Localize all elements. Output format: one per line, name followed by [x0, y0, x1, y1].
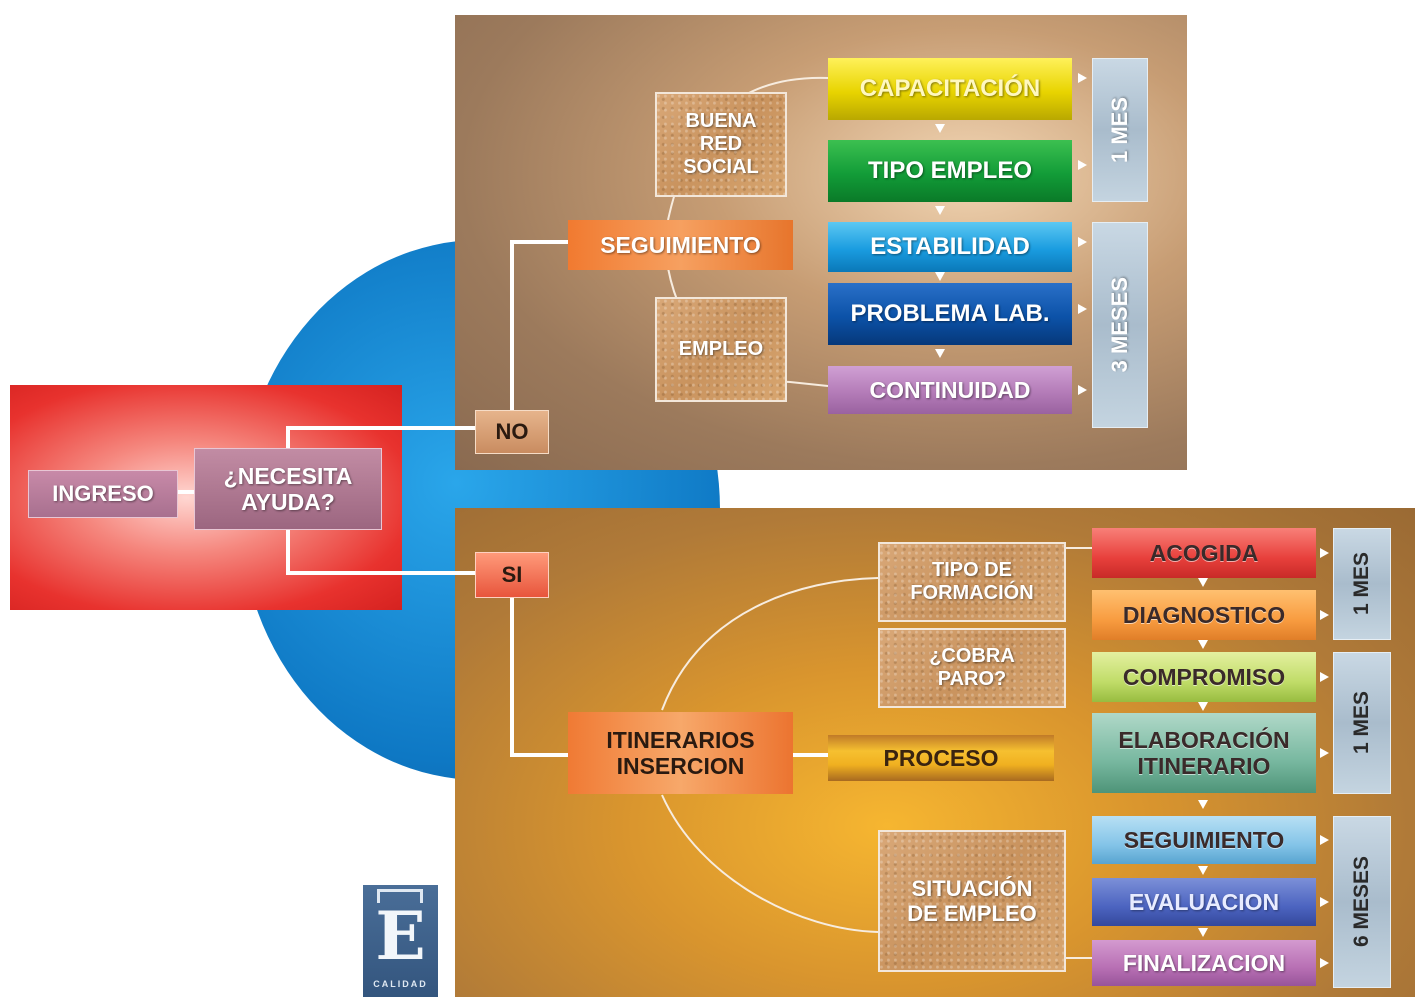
logo-letter: E — [375, 897, 426, 976]
arrow-right-icon — [1320, 672, 1329, 682]
duration-1-mes-acogida: 1 MES — [1333, 528, 1391, 640]
duration-1-mes-compromiso: 1 MES — [1333, 652, 1391, 794]
step-evaluacion: EVALUACION — [1092, 878, 1316, 926]
arrow-down-icon — [1198, 800, 1208, 809]
step-estabilidad: ESTABILIDAD — [828, 222, 1072, 272]
duration-1-mes: 1 MES — [1092, 58, 1148, 202]
duration-label: 1 MES — [1349, 552, 1373, 616]
arrow-right-icon — [1320, 748, 1329, 758]
logo-caption: CALIDAD — [373, 978, 428, 989]
arrow-right-icon — [1320, 958, 1329, 968]
duration-label: 1 MES — [1349, 691, 1373, 755]
ingreso-box: INGRESO — [28, 470, 178, 518]
arrow-down-icon — [935, 124, 945, 133]
seguimiento-hub: SEGUIMIENTO — [568, 220, 793, 270]
arrow-down-icon — [1198, 928, 1208, 937]
arrow-down-icon — [1198, 866, 1208, 875]
proceso-box: PROCESO — [828, 735, 1054, 781]
step-elaboracion-itinerario: ELABORACIÓN ITINERARIO — [1092, 713, 1316, 793]
context-empleo: EMPLEO — [655, 297, 787, 402]
step-problema-lab: PROBLEMA LAB. — [828, 283, 1072, 345]
arrow-right-icon — [1078, 304, 1087, 314]
arrow-down-icon — [935, 272, 945, 281]
arrow-down-icon — [935, 349, 945, 358]
step-acogida: ACOGIDA — [1092, 528, 1316, 578]
step-capacitacion: CAPACITACIÓN — [828, 58, 1072, 120]
arrow-right-icon — [1078, 237, 1087, 247]
arrow-down-icon — [1198, 702, 1208, 711]
no-label: NO — [475, 410, 549, 454]
arrow-right-icon — [1320, 610, 1329, 620]
arrow-right-icon — [1078, 385, 1087, 395]
logo-tower-icon — [377, 889, 423, 903]
step-diagnostico: DIAGNOSTICO — [1092, 590, 1316, 640]
duration-label: 3 MESES — [1107, 277, 1133, 373]
duration-label: 1 MES — [1107, 96, 1133, 164]
arrow-down-icon — [1198, 640, 1208, 649]
context-tipo-de-formacion: TIPO DE FORMACIÓN — [878, 542, 1066, 622]
duration-3-meses: 3 MESES — [1092, 222, 1148, 428]
itinerarios-insercion-hub: ITINERARIOS INSERCION — [568, 712, 793, 794]
context-situacion-de-empleo: SITUACIÓN DE EMPLEO — [878, 830, 1066, 972]
duration-label: 6 MESES — [1349, 856, 1373, 948]
arrow-right-icon — [1078, 73, 1087, 83]
duration-6-meses: 6 MESES — [1333, 816, 1391, 988]
arrow-right-icon — [1320, 835, 1329, 845]
arrow-down-icon — [935, 206, 945, 215]
step-tipo-empleo: TIPO EMPLEO — [828, 140, 1072, 202]
question-box: ¿NECESITA AYUDA? — [194, 448, 382, 530]
si-label: SI — [475, 552, 549, 598]
step-seguimiento: SEGUIMIENTO — [1092, 816, 1316, 864]
arrow-right-icon — [1078, 160, 1087, 170]
arrow-right-icon — [1320, 548, 1329, 558]
context-cobra-paro: ¿COBRA PARO? — [878, 628, 1066, 708]
arrow-right-icon — [1320, 897, 1329, 907]
arrow-down-icon — [1198, 578, 1208, 587]
step-continuidad: CONTINUIDAD — [828, 366, 1072, 414]
calidad-logo: E CALIDAD — [363, 885, 438, 997]
step-finalizacion: FINALIZACION — [1092, 940, 1316, 986]
step-compromiso: COMPROMISO — [1092, 652, 1316, 702]
context-buena-red-social: BUENA RED SOCIAL — [655, 92, 787, 197]
